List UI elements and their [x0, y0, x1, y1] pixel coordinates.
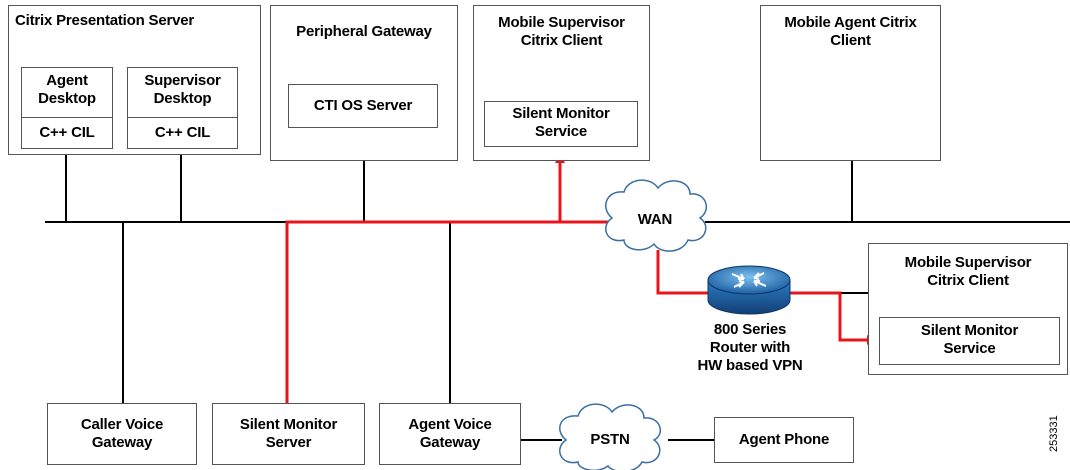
mobile-agent-client-label: Mobile Agent Citrix Client: [784, 14, 917, 49]
mobile-agent-client-box: [760, 5, 941, 161]
caller-voice-gateway-label: Caller Voice Gateway: [80, 416, 164, 451]
cti-os-server-label: CTI OS Server: [313, 97, 413, 114]
silent-monitor-service-right-box: [879, 317, 1060, 365]
router-label: 800 Series Router with HW based VPN: [697, 321, 803, 374]
silent-monitor-server-box: [212, 403, 365, 465]
citrix-presentation-server-label: Citrix Presentation Server: [15, 12, 195, 29]
peripheral-gateway-label: Peripheral Gateway: [296, 23, 432, 40]
caller-voice-gateway-box: [47, 403, 197, 465]
agent-voice-gateway-label: Agent Voice Gateway: [408, 416, 492, 451]
supervisor-cil-box: [127, 117, 238, 149]
cti-os-server-box: [288, 84, 438, 128]
peripheral-gateway-box: [270, 5, 458, 161]
supervisor-desktop-label: Supervisor Desktop: [144, 72, 221, 107]
supervisor-cil-label: C++ CIL: [154, 124, 211, 141]
mobile-supervisor-client-right-label: Mobile Supervisor Citrix Client: [904, 254, 1032, 289]
agent-cil-box: [21, 117, 113, 149]
agent-desktop-label: Agent Desktop: [38, 72, 96, 107]
silent-monitor-service-right-label: Silent Monitor Service: [920, 322, 1019, 357]
figure-id: 253331: [1048, 415, 1060, 452]
wan-cloud-icon: [605, 179, 708, 252]
wan-label: WAN: [637, 211, 673, 228]
mobile-supervisor-client-top-label: Mobile Supervisor Citrix Client: [498, 14, 625, 49]
silent-monitor-service-top-label: Silent Monitor Service: [512, 105, 610, 140]
agent-phone-box: [714, 417, 854, 463]
monitor-path-main: [285, 153, 565, 403]
agent-phone-label: Agent Phone: [738, 431, 830, 448]
agent-cil-label: C++ CIL: [39, 124, 95, 141]
agent-voice-gateway-box: [379, 403, 521, 465]
monitor-path-remote: [656, 250, 708, 295]
silent-monitor-service-top-box: [484, 101, 638, 147]
pstn-label: PSTN: [590, 431, 630, 448]
router-icon: [707, 265, 791, 315]
monitor-path-remote-2: [790, 291, 877, 345]
pstn-cloud-icon: [559, 403, 662, 470]
silent-monitor-server-label: Silent Monitor Server: [239, 416, 338, 451]
